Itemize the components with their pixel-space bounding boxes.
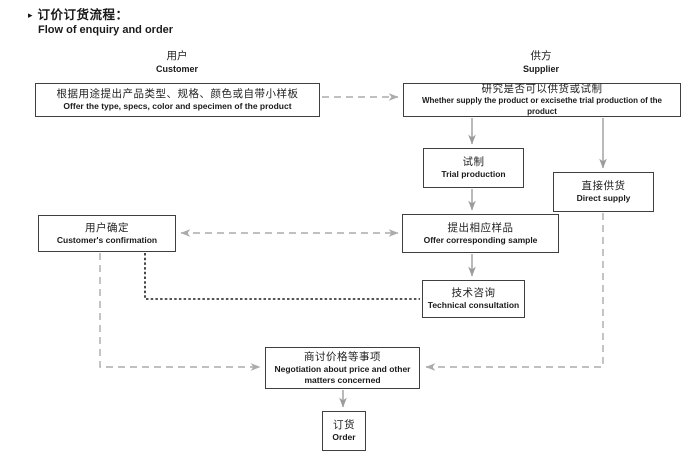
negotiation-en: Negotiation about price and other matter… bbox=[274, 364, 411, 385]
supplier-study-zh: 研究是否可以供货或试制 bbox=[481, 83, 603, 95]
flow-box-trial-production: 试制 Trial production bbox=[423, 148, 524, 188]
direct-supply-en: Direct supply bbox=[576, 193, 631, 204]
column-header-supplier: 供方 Supplier bbox=[476, 50, 606, 76]
page-title-block: ▸ 订价订货流程： Flow of enquiry and order bbox=[28, 7, 173, 38]
flow-box-technical-consultation: 技术咨询 Technical consultation bbox=[422, 280, 525, 318]
technical-consultation-en: Technical consultation bbox=[427, 300, 520, 311]
bullet-triangle-icon: ▸ bbox=[28, 10, 33, 20]
offer-sample-zh: 提出相应样品 bbox=[447, 221, 514, 234]
supplier-header-en: Supplier bbox=[522, 64, 559, 74]
customer-header-zh: 用户 bbox=[166, 50, 188, 62]
flow-box-customer-request: 根据用途提出产品类型、规格、颜色或自带小样板 Offer the type, s… bbox=[35, 83, 320, 117]
offer-sample-en: Offer corresponding sample bbox=[423, 234, 538, 245]
trial-production-en: Trial production bbox=[441, 169, 506, 180]
flow-box-negotiation: 商讨价格等事项 Negotiation about price and othe… bbox=[265, 347, 420, 389]
dotted-line-confirmation-to-technical bbox=[144, 253, 420, 300]
customer-header-en: Customer bbox=[155, 64, 198, 74]
negotiation-zh: 商讨价格等事项 bbox=[304, 351, 381, 363]
flow-box-supplier-study: 研究是否可以供货或试制 Whether supply the product o… bbox=[403, 83, 681, 117]
direct-supply-zh: 直接供货 bbox=[581, 180, 626, 193]
order-en: Order bbox=[332, 432, 356, 443]
customer-confirmation-en: Customer's confirmation bbox=[56, 234, 158, 245]
customer-confirmation-zh: 用户确定 bbox=[85, 221, 129, 234]
page-title-en: Flow of enquiry and order bbox=[38, 24, 174, 36]
flow-box-direct-supply: 直接供货 Direct supply bbox=[553, 172, 654, 212]
arrow-confirmation-to-negotiation bbox=[99, 253, 261, 371]
order-zh: 订货 bbox=[333, 419, 355, 432]
page-title-zh: 订价订货流程： bbox=[37, 8, 129, 22]
supplier-header-zh: 供方 bbox=[530, 50, 552, 62]
customer-request-zh: 根据用途提出产品类型、规格、颜色或自带小样板 bbox=[56, 88, 299, 101]
trial-production-zh: 试制 bbox=[462, 156, 485, 169]
supplier-study-en: Whether supply the product or excisethe … bbox=[421, 96, 663, 116]
flow-box-order: 订货 Order bbox=[322, 411, 366, 451]
flow-box-offer-sample: 提出相应样品 Offer corresponding sample bbox=[402, 214, 559, 253]
customer-request-en: Offer the type, specs, color and specime… bbox=[63, 101, 292, 112]
technical-consultation-zh: 技术咨询 bbox=[451, 287, 496, 300]
column-header-customer: 用户 Customer bbox=[112, 50, 242, 76]
flow-box-customer-confirmation: 用户确定 Customer's confirmation bbox=[38, 215, 176, 252]
